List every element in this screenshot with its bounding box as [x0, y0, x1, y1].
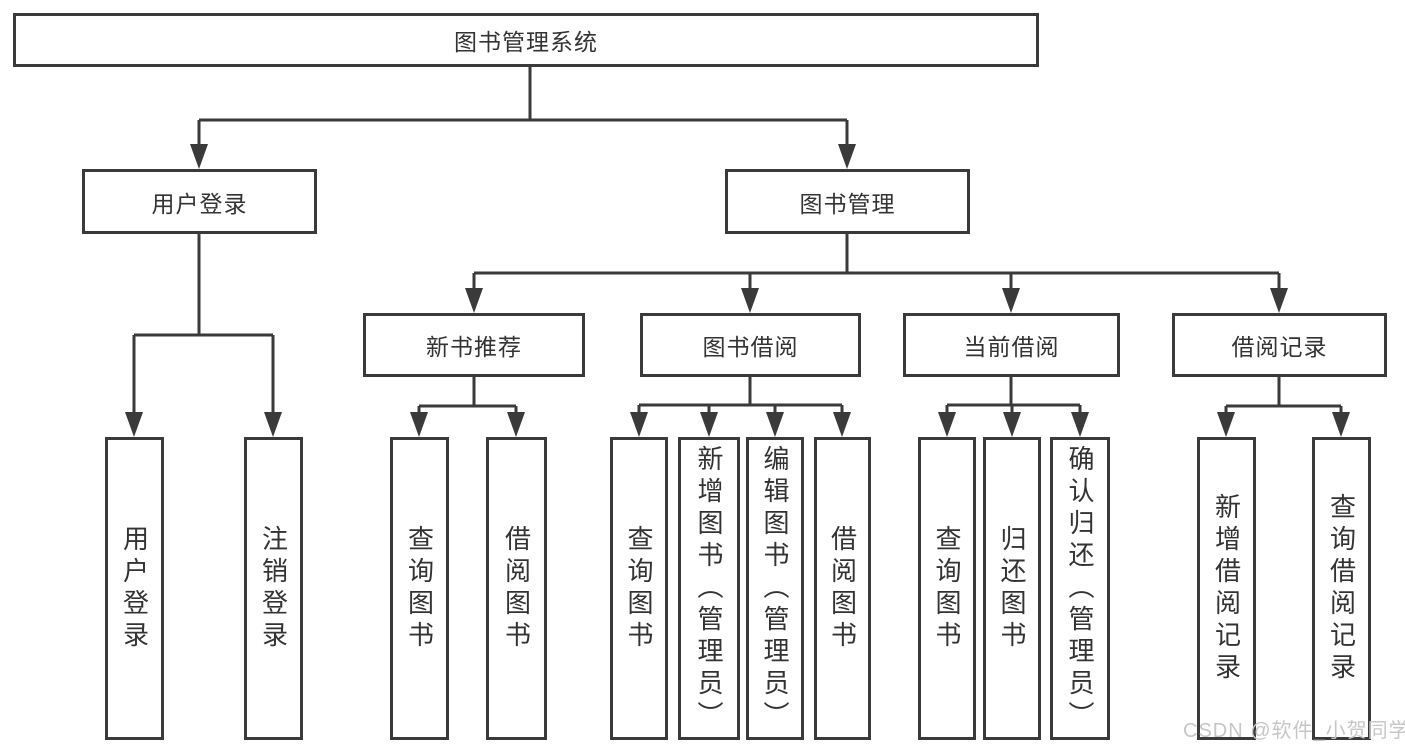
arrowhead	[838, 144, 856, 169]
node-borrow-books-borrowing: 借阅图书	[814, 437, 871, 740]
arrowhead	[741, 288, 759, 313]
node-query-borrow-record: 查询借阅记录	[1312, 437, 1371, 740]
arrowhead	[1071, 412, 1089, 437]
arrowhead	[190, 144, 208, 169]
node-book-management: 图书管理	[725, 169, 970, 234]
arrowhead	[1270, 288, 1288, 313]
arrowhead	[264, 412, 282, 437]
arrowhead	[1217, 412, 1235, 437]
node-user-login-leaf: 用户登录	[105, 437, 164, 740]
node-label: 图书管理系统	[454, 29, 598, 55]
node-label: 查询图书	[624, 524, 654, 653]
node-label: 注销登录	[258, 524, 289, 653]
node-add-books-admin: 新增图书（管理员）	[678, 437, 740, 740]
arrowhead	[410, 412, 428, 437]
connector-borrow-records-branch	[1224, 377, 1343, 418]
node-borrow-books-recommend: 借阅图书	[486, 437, 547, 740]
node-label: 新增借阅记录	[1211, 492, 1242, 685]
node-label: 图书管理	[799, 190, 896, 217]
node-user-login: 用户登录	[82, 169, 317, 234]
node-query-books-current: 查询图书	[918, 437, 976, 740]
node-label: 确认归还（管理员）	[1065, 444, 1095, 733]
connector-book-mgmt-branch	[472, 234, 1281, 294]
node-label: 编辑图书（管理员）	[760, 444, 790, 733]
arrowhead	[1002, 288, 1020, 313]
node-query-books-borrowing: 查询图书	[610, 437, 668, 740]
node-confirm-return-admin: 确认归还（管理员）	[1050, 437, 1110, 740]
node-label: 查询借阅记录	[1326, 492, 1357, 685]
connector-user-login-branch	[132, 234, 275, 418]
node-label: 借阅记录	[1231, 334, 1328, 360]
node-label: 借阅图书	[501, 524, 532, 653]
connector-new-book-branch	[417, 377, 518, 418]
arrowhead	[465, 288, 483, 313]
connector-current-borrow-branch	[945, 377, 1082, 418]
connector-book-borrow-branch	[637, 377, 844, 418]
node-book-borrowing: 图书借阅	[640, 313, 861, 377]
arrowhead	[1003, 412, 1021, 437]
csdn-watermark: CSDN @软件_小贺同学	[1183, 720, 1405, 742]
node-current-borrowing: 当前借阅	[903, 313, 1120, 377]
node-label: 图书借阅	[702, 334, 799, 360]
node-add-borrow-record: 新增借阅记录	[1197, 437, 1256, 740]
node-label: 查询图书	[932, 524, 962, 653]
node-label: 新增图书（管理员）	[694, 444, 724, 733]
arrowhead	[1332, 412, 1350, 437]
node-label: 用户登录	[119, 524, 150, 653]
node-label: 新书推荐	[426, 334, 522, 360]
arrowhead	[125, 412, 143, 437]
node-library-system: 图书管理系统	[13, 13, 1039, 67]
connector-root-to-level2	[197, 67, 849, 150]
node-query-books-recommend: 查询图书	[390, 437, 449, 740]
arrowhead	[700, 412, 718, 437]
node-logout-login: 注销登录	[244, 437, 303, 740]
node-new-book-recommendation: 新书推荐	[363, 313, 585, 377]
arrowhead	[507, 412, 525, 437]
node-label: 归还图书	[997, 524, 1027, 653]
arrowhead	[833, 412, 851, 437]
arrowhead	[938, 412, 956, 437]
node-label: 查询图书	[404, 524, 435, 653]
node-label: 借阅图书	[827, 524, 858, 653]
node-borrowing-records: 借阅记录	[1172, 313, 1387, 377]
node-label: 用户登录	[151, 190, 248, 217]
arrowhead	[766, 412, 784, 437]
node-return-books: 归还图书	[983, 437, 1041, 740]
arrowhead	[630, 412, 648, 437]
node-edit-books-admin: 编辑图书（管理员）	[746, 437, 804, 740]
node-label: 当前借阅	[963, 334, 1060, 360]
